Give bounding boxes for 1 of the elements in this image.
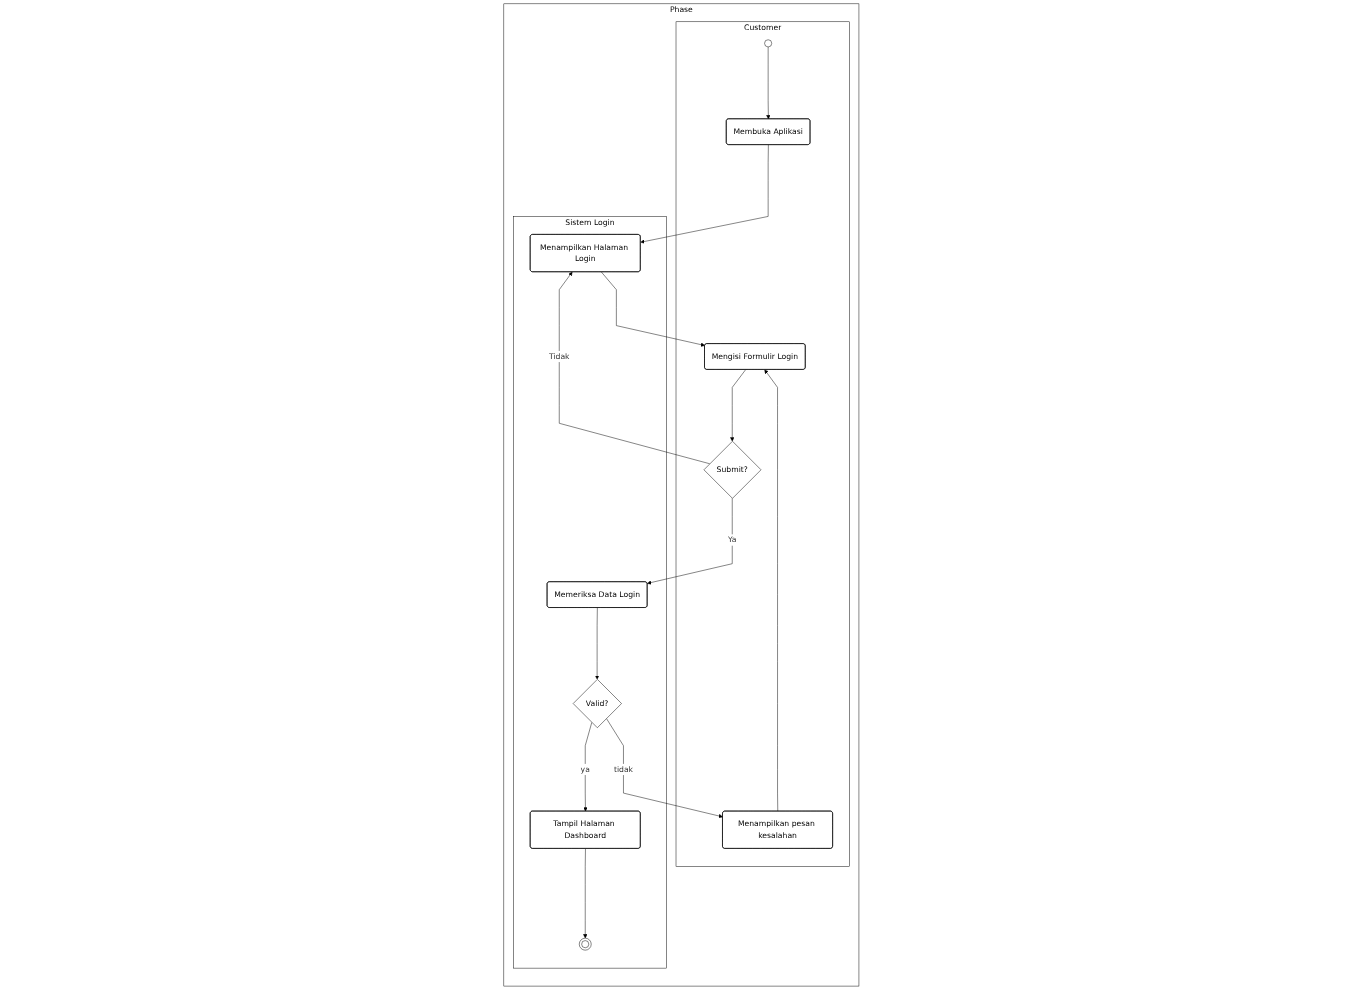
node-circle bbox=[763, 39, 772, 48]
